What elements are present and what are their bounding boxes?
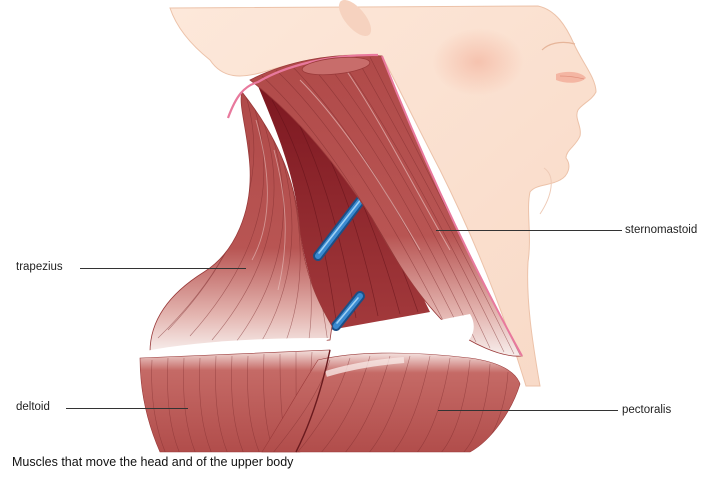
leader-line-pectoralis [438, 410, 618, 411]
figure-caption: Muscles that move the head and of the up… [12, 455, 293, 469]
leader-line-sternomastoid [436, 230, 622, 231]
label-pectoralis: pectoralis [622, 403, 671, 417]
leader-line-deltoid [66, 408, 188, 409]
label-sternomastoid: sternomastoid [625, 223, 697, 237]
label-deltoid: deltoid [16, 400, 50, 414]
label-trapezius: trapezius [16, 260, 63, 274]
leader-line-trapezius [80, 268, 246, 269]
